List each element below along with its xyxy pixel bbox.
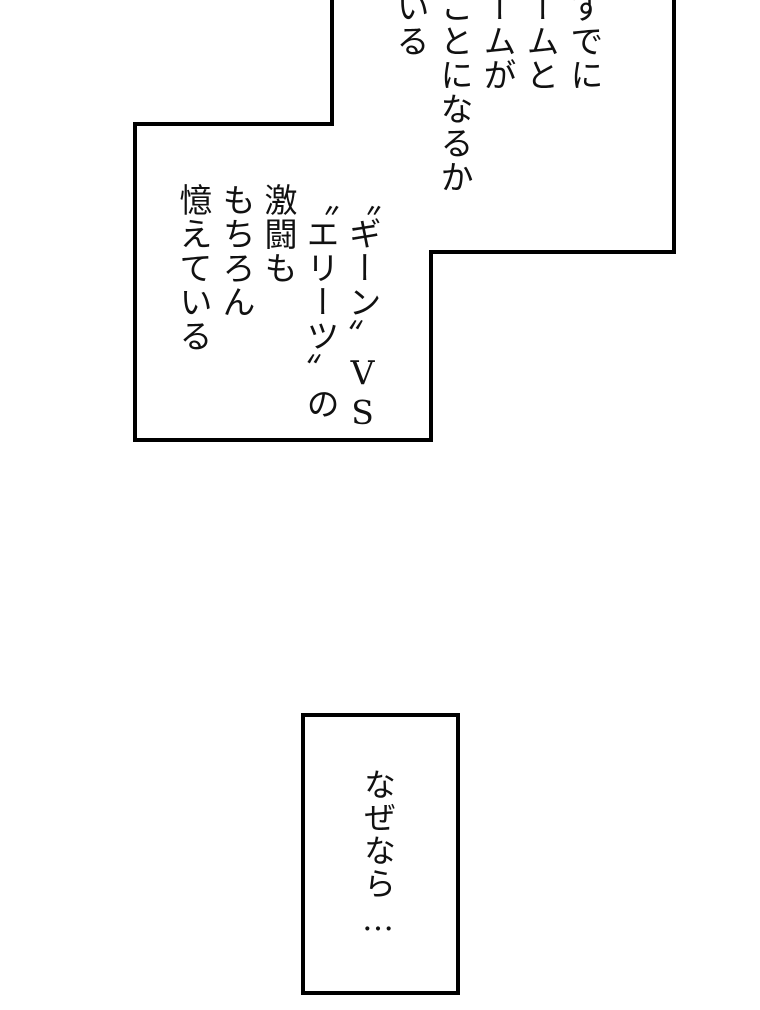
caption-middle-line-3: 激闘も (259, 183, 298, 285)
caption-middle-line-1: 〝ギーン〟VS (343, 183, 382, 433)
caption-top-line-4: ことになるか (435, 0, 474, 194)
caption-box-top-middle (133, 0, 676, 442)
caption-top-line-3: ームが (478, 0, 517, 92)
caption-middle-line-2: 〝エリーツ〟の (301, 183, 340, 421)
caption-top-line-5: いる (391, 0, 430, 58)
caption-top-line-2: ームと (521, 0, 560, 92)
caption-middle-line-5: 憶えている (174, 183, 213, 353)
caption-bottom-text: なぜなら… (359, 768, 397, 939)
caption-middle-line-4: もちろん (217, 183, 256, 319)
caption-box-bottom (301, 713, 460, 995)
caption-top-line-1: すでに (565, 0, 604, 92)
